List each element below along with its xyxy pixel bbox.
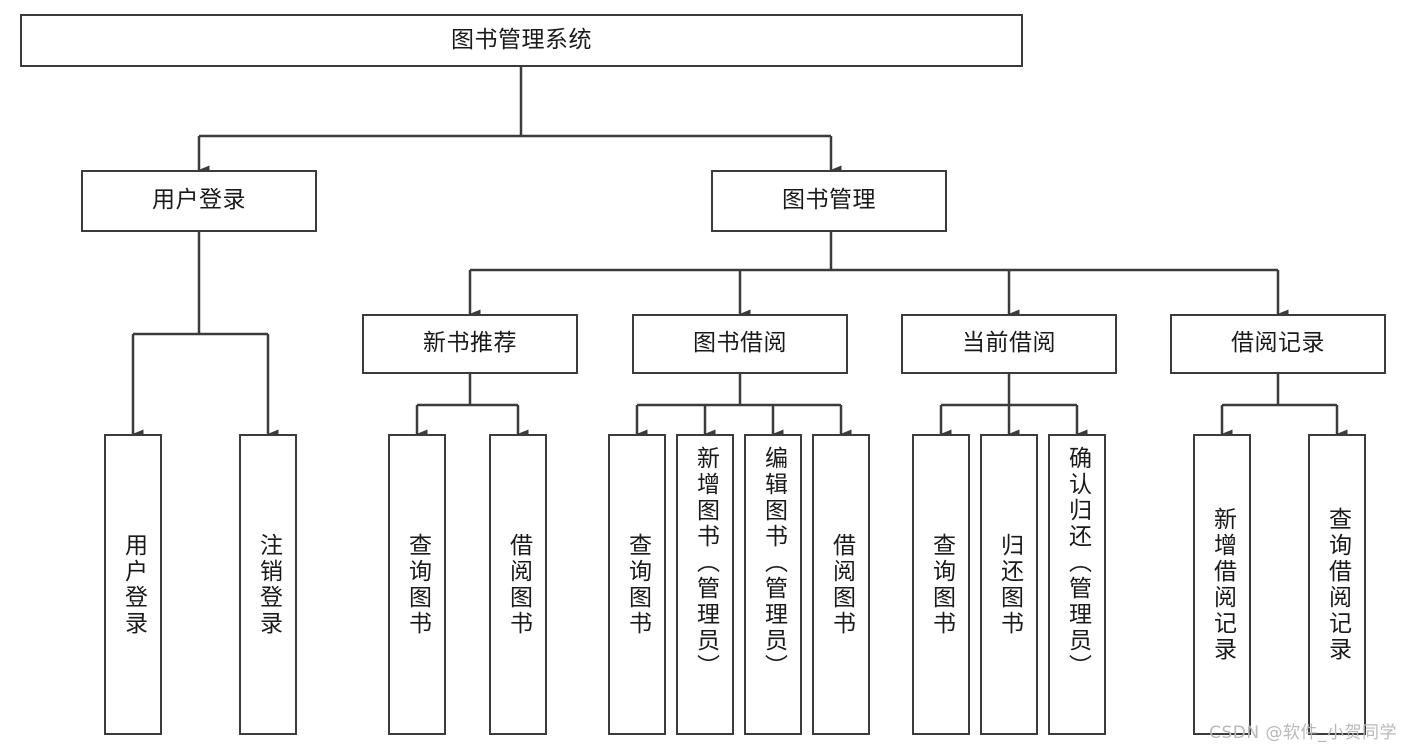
node-leaf-user-login-label: 用户登录 [120, 532, 147, 637]
node-current-borrow[interactable]: 当前借阅 [901, 314, 1117, 374]
node-leaf-confirm-return[interactable]: 确认归还（管理员） [1048, 434, 1106, 735]
node-leaf-user-login[interactable]: 用户登录 [104, 434, 162, 735]
node-leaf-query-book-3-label: 查询图书 [928, 532, 955, 637]
node-leaf-borrow-book-2[interactable]: 借阅图书 [812, 434, 870, 735]
node-borrow-record[interactable]: 借阅记录 [1170, 314, 1386, 374]
node-leaf-add-book-label: 新增图书（管理员） [692, 446, 719, 680]
node-user-login-label: 用户登录 [152, 187, 246, 214]
node-leaf-add-book[interactable]: 新增图书（管理员） [676, 434, 734, 735]
node-leaf-borrow-book-1[interactable]: 借阅图书 [489, 434, 547, 735]
node-leaf-query-book-3[interactable]: 查询图书 [912, 434, 970, 735]
node-leaf-query-record[interactable]: 查询借阅记录 [1308, 434, 1366, 735]
node-leaf-edit-book-label: 编辑图书（管理员） [760, 446, 787, 680]
node-leaf-return-book[interactable]: 归还图书 [980, 434, 1038, 735]
node-leaf-edit-book[interactable]: 编辑图书（管理员） [744, 434, 802, 735]
node-book-manage[interactable]: 图书管理 [711, 170, 947, 232]
node-borrow-record-label: 借阅记录 [1231, 330, 1325, 357]
node-leaf-query-book-1-label: 查询图书 [404, 532, 431, 637]
node-leaf-return-book-label: 归还图书 [996, 532, 1023, 637]
node-leaf-logout-login[interactable]: 注销登录 [239, 434, 297, 735]
node-new-book-recommend-label: 新书推荐 [423, 330, 517, 357]
node-leaf-query-book-2-label: 查询图书 [624, 532, 651, 637]
node-book-manage-label: 图书管理 [782, 187, 876, 214]
node-root-label: 图书管理系统 [451, 26, 592, 53]
node-new-book-recommend[interactable]: 新书推荐 [362, 314, 578, 374]
node-leaf-borrow-book-2-label: 借阅图书 [828, 532, 855, 637]
node-leaf-query-record-label: 查询借阅记录 [1324, 506, 1351, 663]
node-leaf-confirm-return-label: 确认归还（管理员） [1064, 446, 1091, 680]
node-leaf-borrow-book-1-label: 借阅图书 [505, 532, 532, 637]
node-leaf-query-book-1[interactable]: 查询图书 [388, 434, 446, 735]
watermark: CSDN @软件_小贺同学 [1209, 723, 1397, 743]
node-leaf-logout-login-label: 注销登录 [255, 532, 282, 637]
node-leaf-add-record[interactable]: 新增借阅记录 [1193, 434, 1251, 735]
node-user-login[interactable]: 用户登录 [81, 170, 317, 232]
node-current-borrow-label: 当前借阅 [962, 330, 1056, 357]
node-book-borrow[interactable]: 图书借阅 [632, 314, 848, 374]
node-leaf-add-record-label: 新增借阅记录 [1209, 506, 1236, 663]
node-root[interactable]: 图书管理系统 [20, 14, 1023, 67]
node-leaf-query-book-2[interactable]: 查询图书 [608, 434, 666, 735]
node-book-borrow-label: 图书借阅 [693, 330, 787, 357]
